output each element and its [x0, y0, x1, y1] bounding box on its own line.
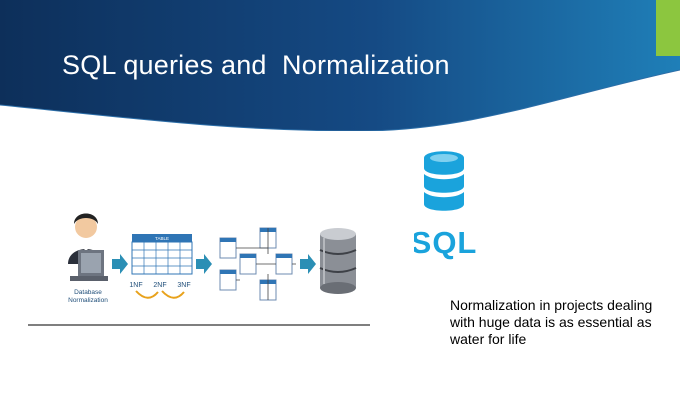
arrow-icon: [300, 254, 316, 274]
person-label-line2: Normalization: [68, 297, 108, 304]
diagram-divider: [28, 324, 370, 326]
form-label-2nf: 2NF: [153, 282, 166, 289]
form-label-1nf: 1NF: [129, 282, 142, 289]
title-banner: [0, 0, 680, 131]
person-at-computer: [68, 213, 108, 281]
table-header-label: TABLE: [155, 236, 169, 241]
table-grid: [131, 234, 193, 275]
slide-caption: Normalization in projects dealing with h…: [450, 297, 653, 347]
person-label-line1: Database: [74, 289, 102, 296]
arrow-icon: [196, 254, 212, 274]
form-label-3nf: 3NF: [177, 282, 190, 289]
curved-arrow-icon: [161, 290, 185, 299]
arrow-icon: [112, 254, 128, 274]
normalization-diagram: Database Normalization TABLE 1NF 2NF 3NF: [68, 213, 357, 304]
accent-bar: [656, 0, 680, 56]
slide-title: SQL queries and Normalization: [62, 50, 450, 80]
sql-label: SQL: [414, 225, 476, 260]
related-tables: [219, 227, 296, 301]
sql-database-icon: SQL: [414, 151, 476, 260]
database-icon: [319, 228, 357, 294]
curved-arrow-icon: [135, 290, 159, 299]
